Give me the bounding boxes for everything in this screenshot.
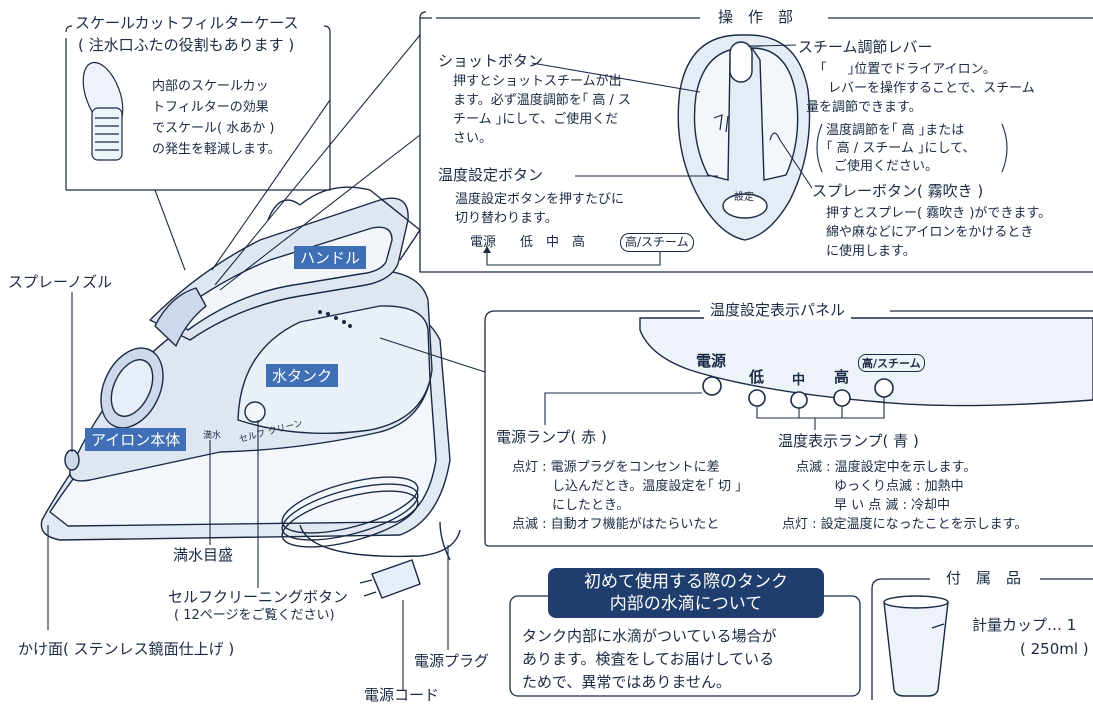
spray-desc-line: に使用します。 [826,244,916,259]
self-clean-note: ( 12ページをご覧ください) [174,608,335,623]
temp-lamp-desc-line: 早 い 点 滅 : 冷却中 [834,498,951,513]
temp-lamp-description: 点滅 : 温度設定中を示します。 ゆっくり点滅 : 加熱中 早 い 点 滅 : … [782,458,1027,534]
temp-lamp-title: 温度表示ランプ( 青 ) [778,432,919,450]
steam-lever-desc-line: 量を調節できます。 [806,100,922,115]
temp-btn-desc-line: 切り替わります。 [455,211,558,226]
spray-desc-line: 綿や麻などにアイロンをかけるとき [826,225,1034,240]
filter-case-subtitle: ( 注水口ふたの役割もあります ) [78,36,295,54]
filter-desc-line: でスケール( 水あか ) [152,121,275,136]
temp-note-line: ご使用ください。 [834,159,939,174]
notice-title-line: 内部の水滴について [609,594,763,614]
set-label: 設定 [734,192,754,203]
lamp-high-label: 高 [834,368,850,386]
lamp-mid-label: 中 [792,373,806,388]
temp-lamp-desc-line: ゆっくり点滅 : 加熱中 [834,479,964,494]
spray-button-description: 押すとスプレー( 霧吹き )ができます。 綿や麻などにアイロンをかけるとき に使… [826,204,1051,261]
notice-body-line: あります。検査をしてお届けしている [522,650,775,668]
filter-desc-line: トフィルターの効果 [152,100,269,115]
lamp-high-steam-label: 高/スチーム [858,354,925,372]
filter-desc-line: の発生を軽減します。 [152,142,281,157]
power-plug-label: 電源プラグ [414,652,490,670]
temp-btn-desc-line: 温度設定ボタンを押すたびに [455,192,625,207]
filter-desc-line: 内部のスケールカッ [152,79,269,94]
temp-button-description: 温度設定ボタンを押すたびに 切り替わります。 [455,190,624,228]
steam-lever-description: ｢ ｣位置でドライアイロン。 レバーを操作することで、スチーム 量を調節できます… [806,60,1035,117]
iron-body-label: アイロン本体 [85,428,187,451]
notice-body-line: ためで、異常ではありません。 [522,673,731,691]
temp-lamp-desc-line: 点滅 : 温度設定中を示します。 [796,460,977,475]
steam-lever-title: スチーム調節レバー [798,38,933,56]
accessory-item: 計量カップ… 1 [972,616,1077,634]
cycle-high: 高 [572,235,586,250]
filter-case-description: 内部のスケールカッ トフィルターの効果 でスケール( 水あか ) の発生を軽減し… [152,76,281,160]
shot-desc-line: ます。必ず温度調節を｢ 高 / ス [453,93,631,108]
water-tank-label: 水タンク [266,364,339,387]
power-lamp-description: 点灯 : 電源プラグをコンセントに差 し込んだとき。温度設定を｢ 切 ｣ にした… [512,458,742,534]
notice-body-line: タンク内部に水滴がついている場合が [522,627,777,645]
steam-lever-desc-line: ｢ ｣位置でドライアイロン。 [820,62,996,77]
notice-title-line: 初めて使用する際のタンク [584,572,788,592]
power-lamp-desc-line: にしたとき。 [552,498,630,513]
accessory-item-note: ( 250ml ) [1020,640,1089,658]
shot-button-description: 押すとショットスチームが出 ます。必ず温度調節を｢ 高 / ス チーム ｣にして… [453,72,631,148]
lamp-low-label: 低 [749,368,765,386]
panel-header: 温度設定表示パネル [704,301,852,320]
power-lamp-title: 電源ランプ( 赤 ) [496,428,607,446]
filter-case-title: スケールカットフィルターケース [72,14,302,33]
shot-button-title: ショットボタン [438,52,544,70]
self-clean-label: セルフクリーニングボタン [168,588,349,606]
shot-desc-line: さい。 [453,131,493,146]
shot-desc-line: チーム ｣にして、ご使用くだ [453,112,619,127]
cycle-low: 低 [520,235,534,250]
spray-desc-line: 押すとスプレー( 霧吹き )ができます。 [826,206,1052,221]
mini-water-mark-text: 満水 [203,431,222,441]
water-mark-label: 満水目盛 [173,546,234,564]
cycle-high-steam: 高/スチーム [620,233,694,252]
temp-lamp-desc-line: 点灯 : 設定温度になったことを示します。 [782,517,1028,532]
temp-note-line: ｢ 高 / スチーム ｣にして、 [826,141,976,156]
cycle-mid: 中 [546,235,560,250]
notice-body: タンク内部に水滴がついている場合が あります。検査をしてお届けしている ためで、… [522,625,777,694]
shot-desc-line: 押すとショットスチームが出 [453,74,622,89]
accessories-header: 付 属 品 [942,569,1026,588]
power-lamp-desc-line: し込んだとき。温度設定を｢ 切 ｣ [552,479,742,494]
soleplate-label: かけ面( ステンレス鏡面仕上げ ) [18,640,235,658]
temp-note: 温度調節を｢ 高 ｣または ｢ 高 / スチーム ｣にして、 ご使用ください。 [826,122,975,176]
power-cord-label: 電源コード [364,686,440,704]
steam-lever-desc-line: レバーを操作することで、スチーム [828,81,1035,96]
handle-label: ハンドル [294,246,367,269]
operation-header: 操 作 部 [714,8,798,27]
spray-nozzle-label: スプレーノズル [8,273,113,291]
lamp-power-label: 電源 [696,352,727,370]
temp-note-line: 温度調節を｢ 高 ｣または [826,123,965,138]
notice-title: 初めて使用する際のタンク 内部の水滴について [548,571,824,615]
temp-button-title: 温度設定ボタン [438,166,544,184]
spray-button-title: スプレーボタン( 霧吹き ) [812,182,984,200]
power-lamp-desc-line: 点灯 : 電源プラグをコンセントに差 [512,460,720,475]
power-lamp-desc-line: 点滅 : 自動オフ機能がはたらいたと [512,517,720,532]
cycle-power: 電源 [470,235,497,250]
